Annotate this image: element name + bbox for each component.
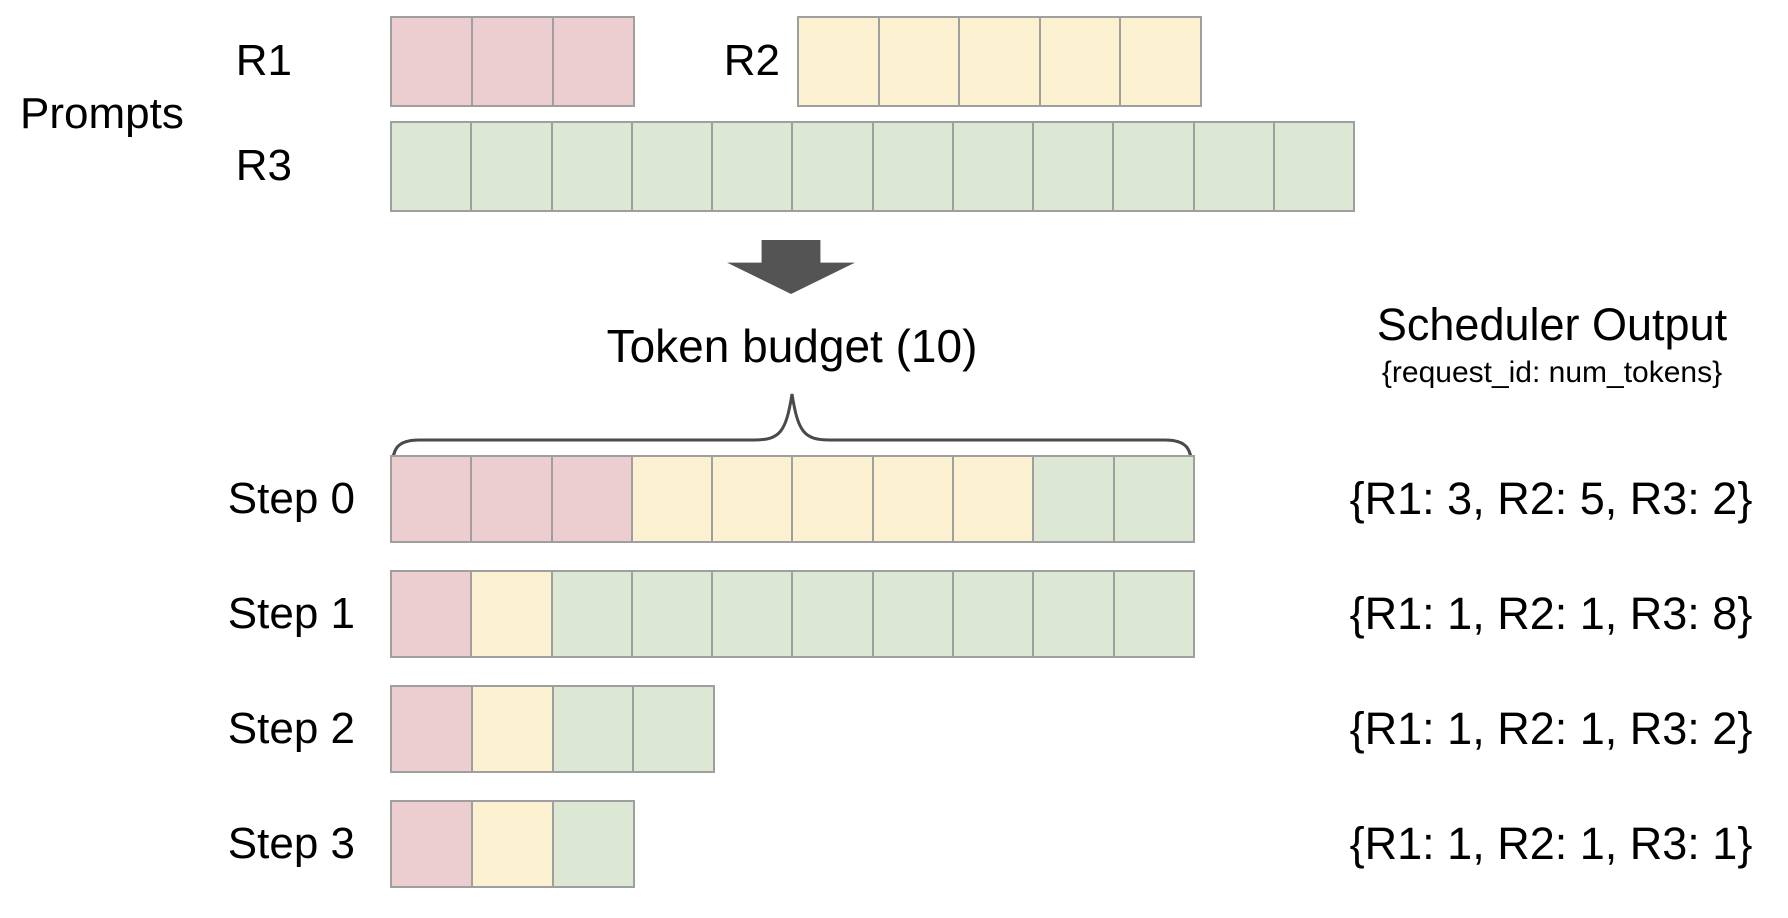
step-0-label: Step 0 xyxy=(227,473,355,523)
token-cell xyxy=(634,687,713,771)
token-cell xyxy=(793,572,874,656)
token-cell xyxy=(632,457,714,541)
token-cell xyxy=(713,572,794,656)
token-cell xyxy=(873,457,955,541)
token-cell xyxy=(1034,572,1115,656)
token-cell xyxy=(554,18,633,105)
token-cell xyxy=(713,457,794,541)
token-cell xyxy=(1114,457,1193,541)
prompts-section-label: Prompts xyxy=(20,88,184,138)
step-2-scheduler-output: {R1: 1, R2: 1, R3: 2} xyxy=(1349,703,1753,754)
step-1-scheduler-output: {R1: 1, R2: 1, R3: 8} xyxy=(1349,588,1753,639)
token-cell xyxy=(472,572,553,656)
token-cell xyxy=(392,802,473,886)
token-cell xyxy=(554,802,633,886)
token-budget-brace-icon xyxy=(390,393,1194,474)
request-label-r3: R3 xyxy=(235,141,292,191)
token-cell xyxy=(392,123,473,210)
token-cell xyxy=(392,687,473,771)
token-cell xyxy=(392,457,473,541)
token-cell xyxy=(713,123,794,210)
step-0-token-block xyxy=(390,455,1195,543)
step-0-scheduler-output: {R1: 3, R2: 5, R3: 2} xyxy=(1349,473,1753,524)
token-cell xyxy=(1034,123,1115,210)
token-cell xyxy=(793,457,874,541)
step-2-token-block xyxy=(390,685,715,773)
token-cell xyxy=(879,18,961,105)
scheduler-output-subtitle: {request_id: num_tokens} xyxy=(1381,356,1723,389)
token-cell xyxy=(553,687,635,771)
token-cell xyxy=(1194,123,1275,210)
down-arrow-icon xyxy=(727,240,855,294)
prompt-token-block-r1 xyxy=(390,16,635,107)
token-cell xyxy=(1114,123,1195,210)
token-cell xyxy=(552,572,633,656)
token-cell xyxy=(873,572,955,656)
token-cell xyxy=(473,802,554,886)
prompt-token-block-r2 xyxy=(797,16,1202,107)
token-cell xyxy=(873,123,954,210)
token-cell xyxy=(1274,123,1353,210)
token-cell xyxy=(472,123,553,210)
prompt-token-block-r3 xyxy=(390,121,1355,212)
token-cell xyxy=(799,18,880,105)
token-cell xyxy=(552,457,633,541)
step-2-label: Step 2 xyxy=(227,703,355,753)
token-cell xyxy=(1034,457,1115,541)
token-cell xyxy=(472,687,554,771)
request-label-r1: R1 xyxy=(235,36,292,86)
scheduler-output-title: Scheduler Output xyxy=(1376,299,1728,350)
step-3-scheduler-output: {R1: 1, R2: 1, R3: 1} xyxy=(1349,818,1753,869)
token-cell xyxy=(960,18,1041,105)
token-cell xyxy=(473,18,554,105)
token-cell xyxy=(632,572,714,656)
request-label-r2: R2 xyxy=(723,36,780,86)
token-cell xyxy=(552,123,633,210)
token-cell xyxy=(472,457,553,541)
token-cell xyxy=(1121,18,1200,105)
token-cell xyxy=(392,18,473,105)
token-cell xyxy=(392,572,473,656)
token-budget-label: Token budget (10) xyxy=(606,320,978,372)
step-3-token-block xyxy=(390,800,635,888)
token-cell xyxy=(1114,572,1193,656)
token-cell xyxy=(632,123,713,210)
step-1-label: Step 1 xyxy=(227,588,355,638)
step-3-label: Step 3 xyxy=(227,818,355,868)
token-cell xyxy=(953,123,1034,210)
token-cell xyxy=(954,572,1035,656)
token-cell xyxy=(793,123,874,210)
token-cell xyxy=(954,457,1035,541)
token-cell xyxy=(1040,18,1122,105)
step-1-token-block xyxy=(390,570,1195,658)
